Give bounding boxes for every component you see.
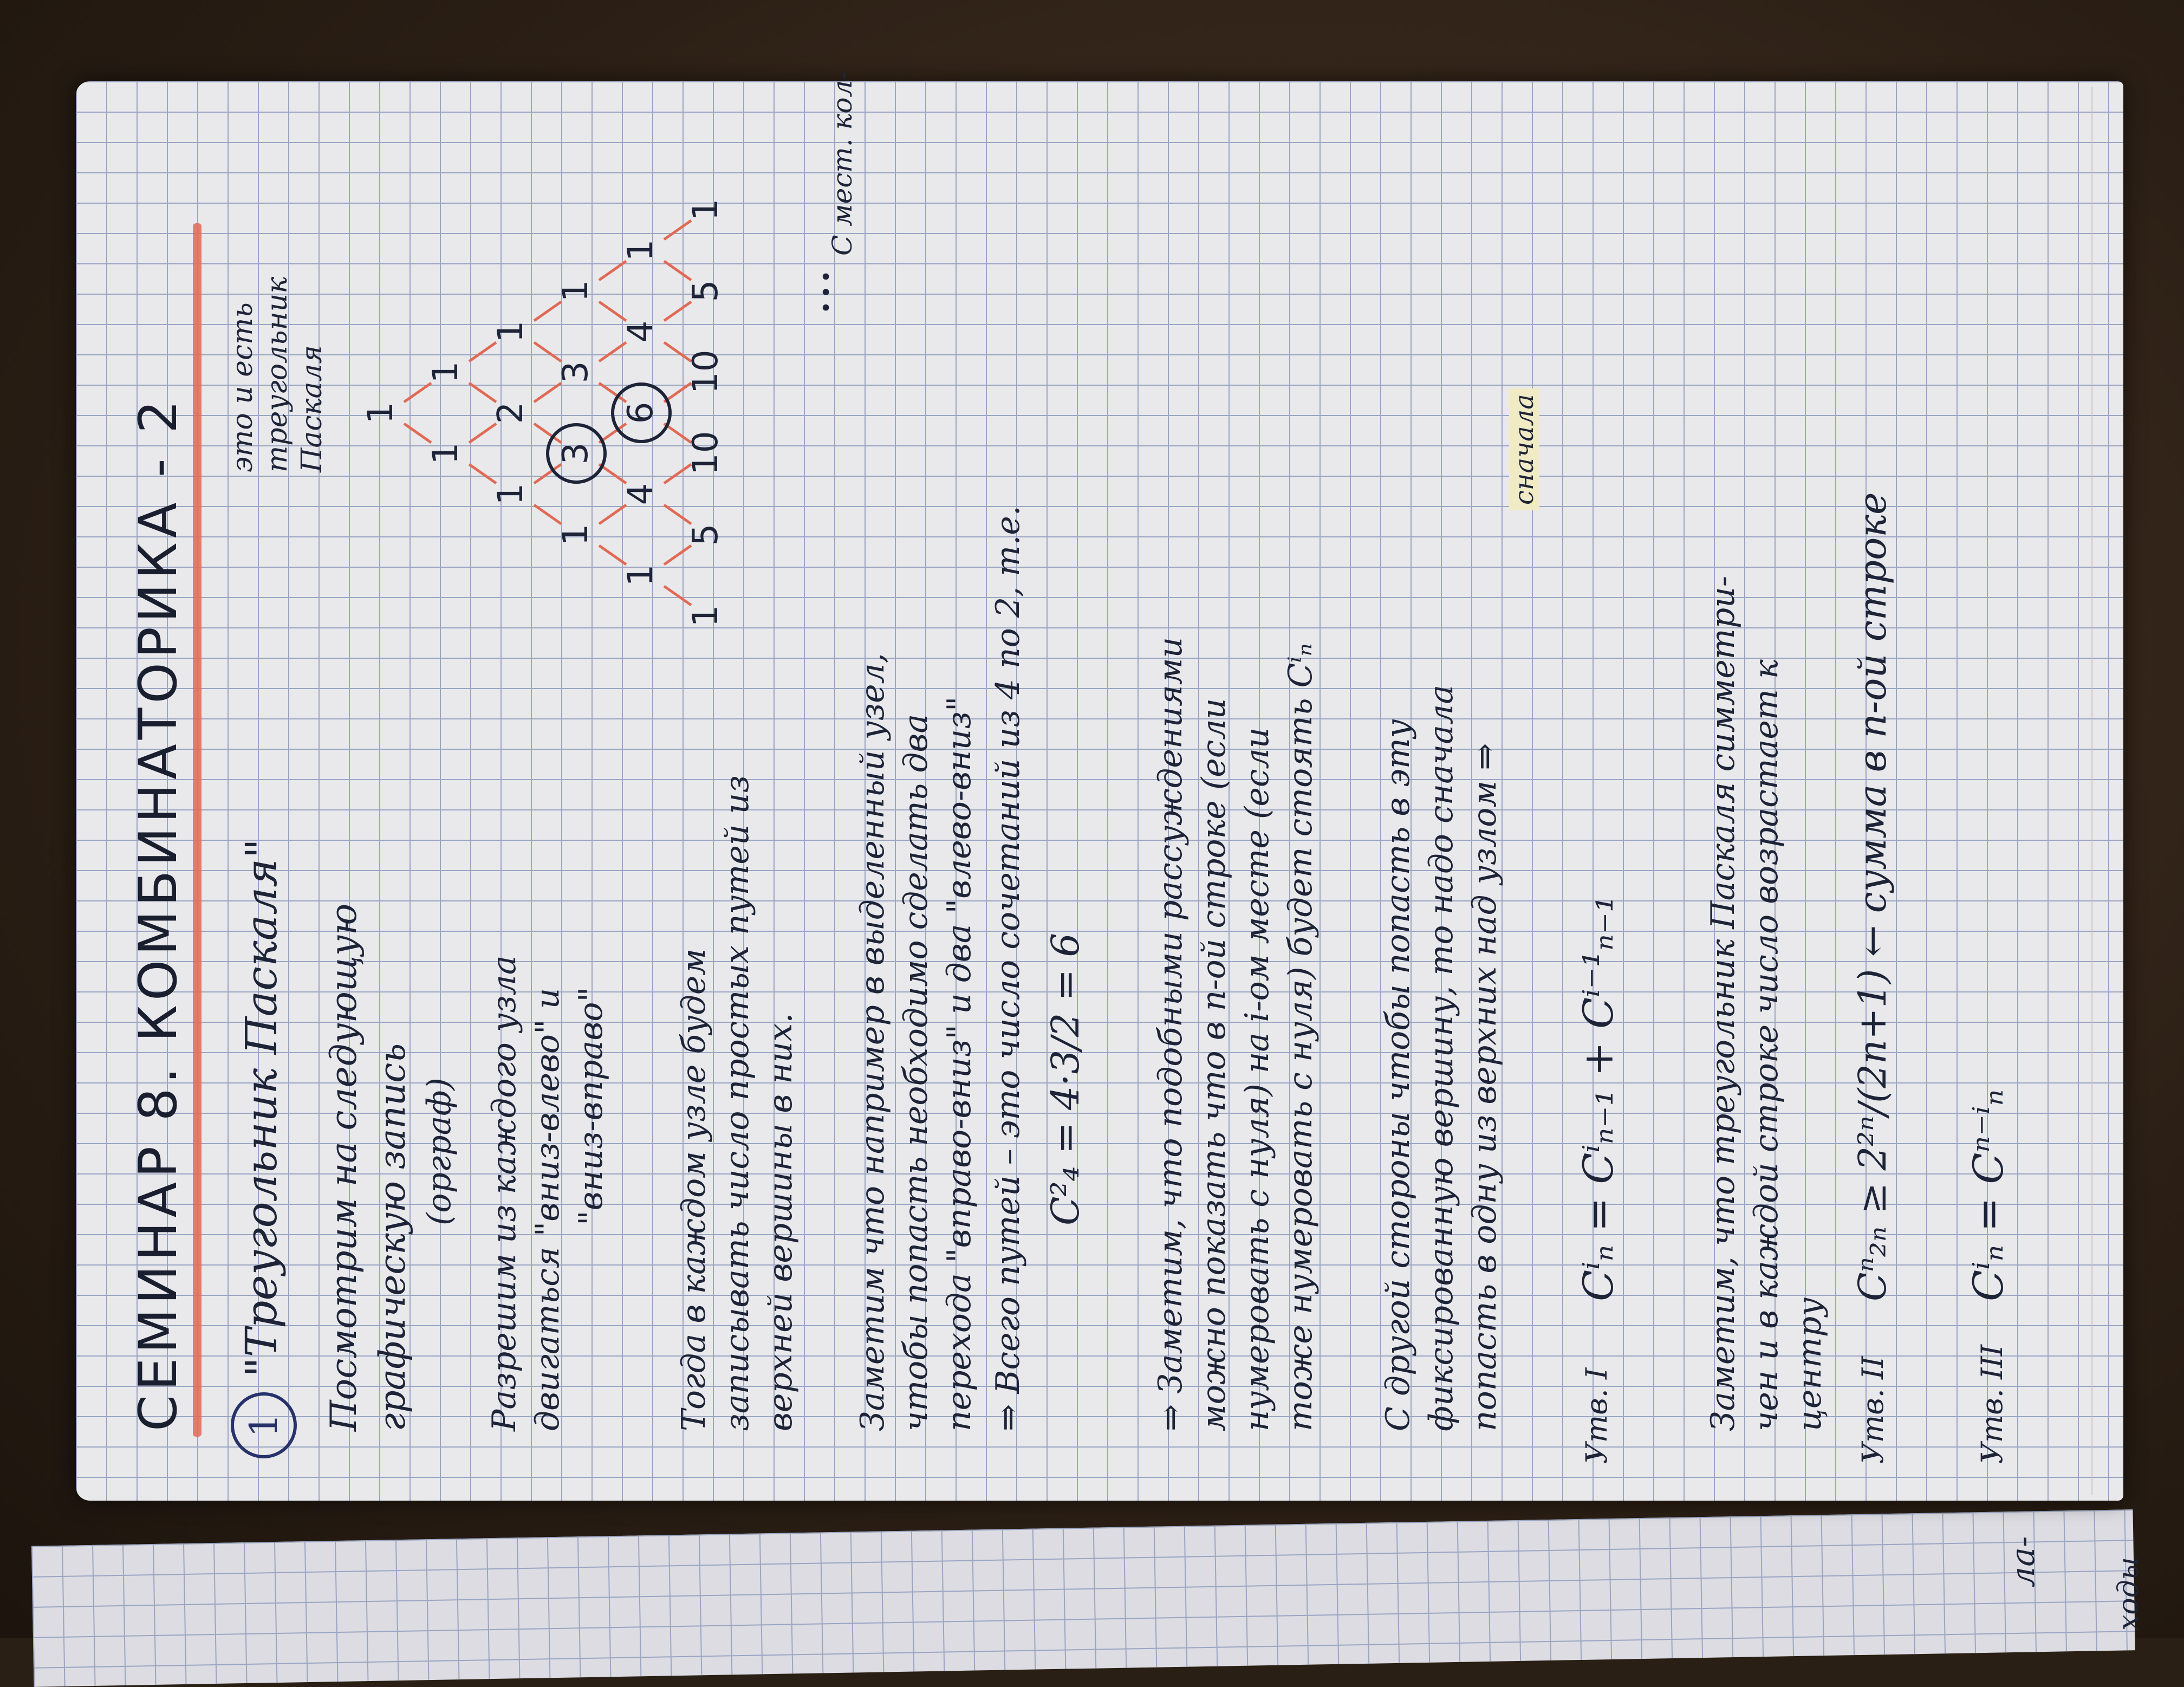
symmetry-line-3: центру bbox=[1791, 1297, 1829, 1431]
path-arrow bbox=[663, 503, 692, 525]
path-arrow bbox=[468, 341, 497, 363]
path-arrow bbox=[663, 219, 692, 241]
intro-line-1: Посмотрим на следующую bbox=[323, 903, 365, 1431]
triangle-cell: 1 bbox=[556, 523, 596, 546]
triangle-cell: 2 bbox=[491, 401, 531, 424]
page-title: СЕМИНАР 8. КОМБИНАТОРИКА - 2 bbox=[128, 395, 188, 1431]
notebook-page bbox=[76, 81, 2123, 1501]
path-arrow bbox=[403, 381, 432, 404]
triangle-cell: 1 bbox=[426, 442, 466, 465]
path-arrow bbox=[598, 341, 627, 363]
triangle-cell: 1 bbox=[426, 361, 466, 384]
example-line-2: чтобы попасть необходимо сделать два bbox=[897, 713, 935, 1431]
other-side-line-2: фиксированную вершину, то надо сначала bbox=[1422, 684, 1460, 1431]
section-heading: "Треугольник Паскаля" bbox=[236, 838, 287, 1377]
triangle-cell: 3 bbox=[556, 361, 596, 384]
path-arrow bbox=[598, 503, 627, 525]
triangle-cell: 4 bbox=[621, 483, 661, 505]
path-arrow bbox=[663, 463, 692, 485]
formula-c42: C²₄ = 4·3/2 = 6 bbox=[1043, 933, 1088, 1225]
highlighted-word: сначала bbox=[1509, 388, 1539, 510]
path-arrow bbox=[533, 422, 562, 444]
triangle-cell: 4 bbox=[621, 320, 661, 343]
triangle-cell: 1 bbox=[491, 320, 531, 343]
path-arrow bbox=[663, 585, 692, 607]
claim-3-formula: Cⁱₙ = Cⁿ⁻ⁱₙ bbox=[1964, 1089, 2012, 1301]
path-arrow bbox=[533, 341, 562, 363]
triangle-cell: 5 bbox=[686, 523, 726, 546]
page-margin bbox=[2091, 87, 2093, 1495]
triangle-cell: 10 bbox=[686, 431, 726, 475]
intro-line-3: (орграф) bbox=[420, 1078, 458, 1225]
path-arrow bbox=[663, 544, 692, 566]
highlighted-cell-circle bbox=[611, 382, 672, 443]
path-arrow bbox=[533, 300, 562, 322]
note-combinatorics: С мест. кол- bbox=[827, 70, 858, 256]
section-number: 1 bbox=[231, 1392, 297, 1458]
reasoning-line-2: можно показать что в n-ой строке (если bbox=[1195, 698, 1233, 1431]
path-arrow bbox=[663, 381, 692, 404]
triangle-cell: 1 bbox=[556, 280, 596, 302]
path-arrow bbox=[468, 422, 497, 444]
triangle-cell: 1 bbox=[686, 605, 726, 627]
path-arrow bbox=[663, 259, 692, 282]
left-page-fragment-2: ходы bbox=[2112, 1557, 2145, 1631]
paths-line-2: записывать число простых путей из bbox=[718, 775, 756, 1431]
path-arrow bbox=[663, 300, 692, 322]
triangle-dots: ... bbox=[783, 269, 840, 315]
triangle-cell: 1 bbox=[621, 564, 661, 587]
path-arrow bbox=[533, 503, 562, 525]
path-arrow bbox=[403, 422, 432, 444]
other-side-line-3: попасть в одну из верхних над узлом ⇒ bbox=[1466, 743, 1504, 1432]
example-line-1: Заметим что например в выделенный узел, bbox=[854, 653, 892, 1431]
symmetry-line-2: чен и в каждой строке число возрастает к bbox=[1747, 659, 1785, 1431]
intro-line-5: двигаться "вниз-влево" и bbox=[529, 988, 567, 1431]
triangle-arrows bbox=[403, 219, 692, 607]
intro-line-4: Разрешим из каждого узла bbox=[485, 955, 523, 1432]
path-arrow bbox=[598, 259, 627, 282]
symmetry-line-1: Заметим, что треугольник Паскаля симметр… bbox=[1704, 575, 1742, 1431]
reasoning-line-3: нумеровать с нуля) на i-ом месте (если bbox=[1238, 727, 1276, 1431]
reasoning-line-4: тоже нумеровать с нуля) будет стоять Cⁱₙ bbox=[1282, 643, 1320, 1431]
path-arrow bbox=[598, 463, 627, 485]
triangle-cell: 1 bbox=[361, 401, 401, 424]
path-arrow bbox=[598, 300, 627, 322]
path-arrow bbox=[533, 463, 562, 485]
path-arrow bbox=[598, 544, 627, 566]
triangle-cell: 1 bbox=[491, 483, 531, 505]
intro-line-6: "вниз-вправо" bbox=[572, 987, 610, 1225]
other-side-line-1: С другой стороны чтобы попасть в эту bbox=[1379, 719, 1417, 1431]
highlighted-cell-circle bbox=[546, 423, 607, 484]
path-arrow bbox=[663, 422, 692, 444]
path-arrow bbox=[598, 381, 627, 404]
path-arrow bbox=[598, 422, 627, 444]
path-arrow bbox=[468, 463, 497, 485]
path-arrow bbox=[468, 381, 497, 404]
paths-line-1: Тогда в каждом узле будем bbox=[675, 948, 713, 1431]
claim-3-label: Утв. III bbox=[1975, 1345, 2009, 1464]
claim-2-formula: Cⁿ₂ₙ ≥ 2²ⁿ/(2n+1) ← сумма в n-ой строке bbox=[1850, 492, 1895, 1301]
path-arrow bbox=[663, 341, 692, 363]
claim-1-label: Утв. I bbox=[1580, 1367, 1614, 1464]
paths-line-3: верхней вершины в них. bbox=[762, 1013, 800, 1431]
claim-1-formula: Cⁱₙ = Cⁱₙ₋₁ + Cⁱ⁻¹ₙ₋₁ bbox=[1574, 896, 1622, 1301]
path-arrow bbox=[533, 381, 562, 404]
side-note: это и есть треугольник Паскаля bbox=[226, 276, 328, 472]
reasoning-line-1: ⇒ Заметим, что подобными рассуждениями bbox=[1152, 637, 1190, 1431]
triangle-cell: 1 bbox=[621, 239, 661, 262]
example-line-3: перехода "вправо-вниз" и два "влево-вниз… bbox=[940, 696, 978, 1431]
title-underline bbox=[193, 223, 202, 1437]
claim-2-label: Утв. II bbox=[1856, 1356, 1890, 1464]
left-page-fragment-1: ла- bbox=[2004, 1536, 2042, 1587]
triangle-cell: 10 bbox=[686, 349, 726, 394]
handwritten-notes: СЕМИНАР 8. КОМБИНАТОРИКА - 2 1 "Треуголь… bbox=[68, 71, 2116, 1529]
intro-line-2: графическую запись bbox=[372, 1043, 413, 1431]
total-paths-text: ⇒ Всего путей – это число сочетаний из 4… bbox=[989, 505, 1027, 1431]
triangle-cell: 1 bbox=[686, 198, 726, 221]
triangle-cell: 5 bbox=[686, 280, 726, 302]
